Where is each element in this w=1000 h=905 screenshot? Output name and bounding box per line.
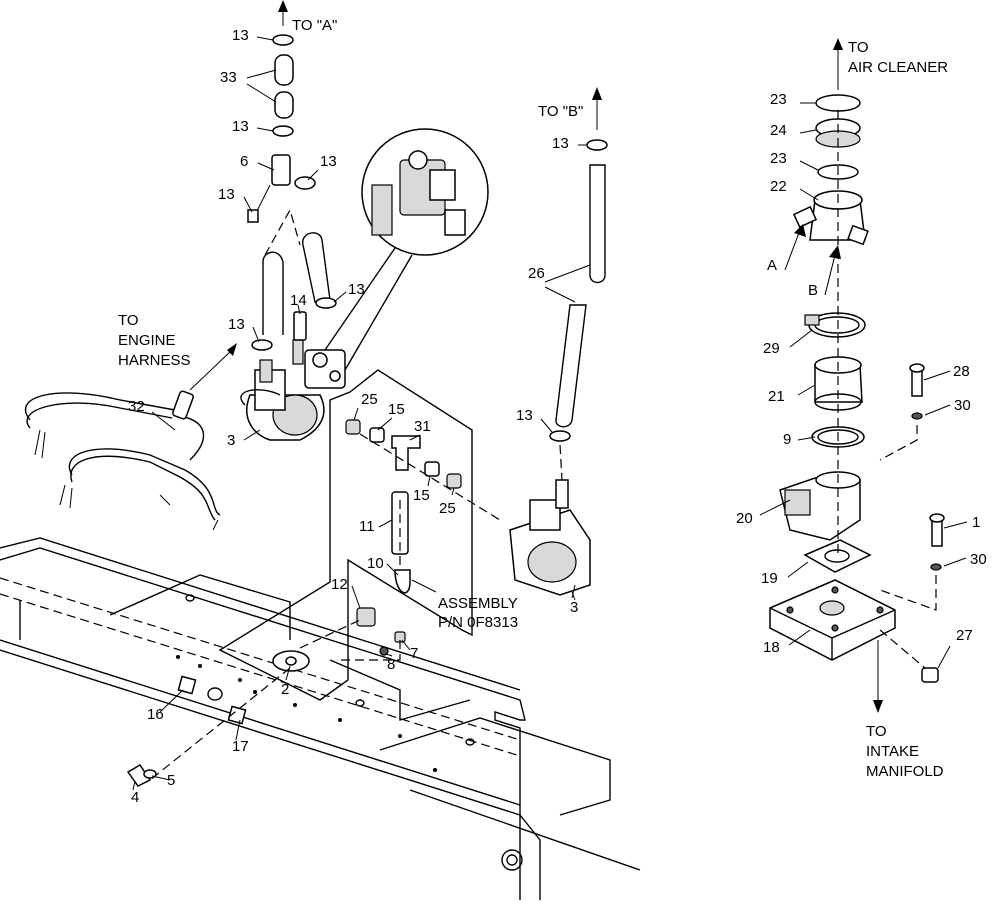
callout-c32: 32: [128, 398, 145, 415]
callout-c13g: 13: [552, 135, 569, 152]
fitting-14: [293, 311, 307, 341]
callout-c3a: 3: [227, 432, 235, 449]
tube-33: [272, 0, 294, 137]
label-to-intake-2: INTAKE: [866, 743, 919, 760]
label-assembly-2: P/N 0F8313: [438, 614, 518, 631]
callout-c18: 18: [763, 639, 780, 656]
callout-c15b: 15: [413, 487, 430, 504]
callout-c12: 12: [331, 576, 348, 593]
callout-c25a: 25: [361, 391, 378, 408]
callout-c25b: 25: [439, 500, 456, 517]
hose-upper-left: [262, 208, 331, 335]
text-labels: TO "A" TO "B" TO AIR CLEANER TO ENGINE H…: [118, 17, 948, 780]
callout-c13d: 13: [218, 186, 235, 203]
label-to-a: TO "A": [292, 17, 337, 34]
callout-c11: 11: [359, 518, 375, 535]
clamp-13f: [251, 339, 273, 351]
label-to-b: TO "B": [538, 103, 583, 120]
label-port-a: A: [767, 257, 777, 274]
callout-c19: 19: [761, 570, 778, 587]
regulator-right: [509, 479, 591, 599]
label-to-engine-3: HARNESS: [118, 352, 191, 369]
callout-c21: 21: [768, 388, 785, 405]
callout-c2: 2: [281, 681, 289, 698]
clamp-13e: [315, 297, 337, 309]
callout-c23a: 23: [770, 91, 787, 108]
air-cleaner-stack: [759, 38, 968, 713]
callout-c22: 22: [770, 178, 787, 195]
callout-c6: 6: [240, 153, 248, 170]
detail-view: [324, 128, 489, 371]
callout-c13c: 13: [320, 153, 337, 170]
callout-c33: 33: [220, 69, 237, 86]
callout-c31: 31: [414, 418, 431, 435]
chassis-frame: [0, 537, 641, 900]
callout-c24: 24: [770, 122, 787, 139]
callout-c4: 4: [131, 789, 139, 806]
callout-c3b: 3: [570, 599, 578, 616]
callout-c17: 17: [232, 738, 249, 755]
callout-c14: 14: [290, 292, 307, 309]
label-assembly-1: ASSEMBLY: [438, 595, 518, 612]
label-port-b: B: [808, 282, 818, 299]
label-to-engine-1: TO: [118, 312, 139, 329]
callout-c26: 26: [528, 265, 545, 282]
callout-c8: 8: [387, 656, 395, 673]
callout-c13b: 13: [232, 118, 249, 135]
label-to-intake-3: MANIFOLD: [866, 763, 944, 780]
callout-c1: 1: [972, 514, 980, 531]
callout-c30a: 30: [954, 397, 971, 414]
label-to-engine-2: ENGINE: [118, 332, 176, 349]
hose-26: [544, 87, 608, 481]
callout-c13h: 13: [516, 407, 533, 424]
leader-lines: [243, 36, 587, 681]
label-to-air-cleaner-1: TO: [848, 39, 869, 56]
label-to-air-cleaner-2: AIR CLEANER: [848, 59, 948, 76]
regulator-left: [240, 339, 346, 441]
fitting-6: [247, 154, 316, 223]
callout-c29: 29: [763, 340, 780, 357]
callout-c16: 16: [147, 706, 164, 723]
callout-c9: 9: [783, 431, 791, 448]
callout-c13e: 13: [348, 281, 365, 298]
label-to-intake-1: TO: [866, 723, 887, 740]
callout-c27: 27: [956, 627, 973, 644]
bolt-4: [126, 763, 171, 791]
callout-c13f: 13: [228, 316, 245, 333]
assembly-parts: [149, 419, 501, 781]
callout-c10: 10: [367, 555, 384, 572]
callout-c13a: 13: [232, 27, 249, 44]
callout-c5: 5: [167, 772, 175, 789]
callout-c30b: 30: [970, 551, 987, 568]
callout-c7: 7: [410, 645, 418, 662]
wiring-harness: [24, 343, 237, 531]
callout-c15a: 15: [388, 401, 405, 418]
callout-c23b: 23: [770, 150, 787, 167]
assembly-outline: [218, 369, 473, 701]
callout-c28: 28: [953, 363, 970, 380]
callout-c20: 20: [736, 510, 753, 527]
